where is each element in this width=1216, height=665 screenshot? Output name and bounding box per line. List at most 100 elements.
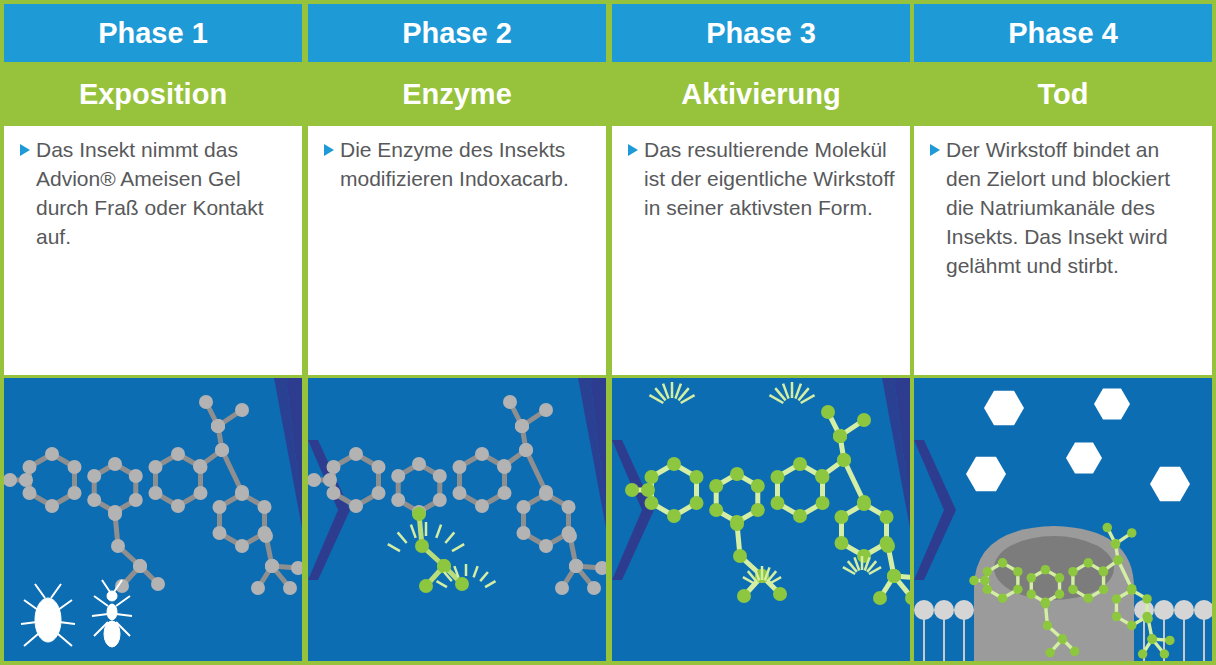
atom [45,447,59,461]
atom [129,493,143,507]
atom [1013,585,1023,595]
atom [1055,589,1065,599]
atom [194,460,208,474]
sodium-ion [966,457,1006,492]
lipid-tail [943,614,945,661]
atom [770,496,784,510]
ant [107,591,117,601]
atom [793,457,807,471]
title-band: Aktivierung [612,64,910,124]
atom [516,500,530,514]
atom [265,559,279,573]
atom [391,469,405,483]
bullet-triangle [628,144,640,158]
atom [211,419,225,433]
sodium-ion [984,391,1024,426]
atom [690,470,704,484]
spark [454,566,458,577]
spark [465,564,468,576]
molecule [969,523,1174,659]
spark [655,388,665,400]
bullet-triangle [324,144,336,158]
atom [641,483,655,497]
atom [391,493,405,507]
atom [562,500,576,514]
atom [1111,539,1121,549]
spark [854,557,859,570]
atom [709,503,723,517]
atom [773,587,787,601]
atom [969,576,979,586]
lipid-tail [963,614,965,661]
spark [675,384,680,399]
atom [1055,573,1065,583]
atom [1083,558,1093,568]
atom [1083,593,1093,603]
bond [333,454,378,506]
atom [1099,585,1109,595]
atom [133,559,147,573]
atom [45,499,59,513]
spark [754,567,759,580]
bond [777,464,822,516]
atom [171,499,185,513]
atom [4,473,17,487]
panel-ground [612,378,910,661]
lipid-head [914,600,934,620]
atom [793,509,807,523]
atom [212,500,226,514]
atom [22,460,36,474]
spark [801,395,815,403]
atom [452,460,466,474]
atom [625,483,639,497]
spark [769,577,781,584]
spark [663,384,668,399]
atom [519,443,533,457]
molecule [4,395,302,595]
atom [194,486,208,500]
lipid-head [1154,600,1174,620]
phase-band: Phase 2 [308,4,606,62]
panel-ground [4,378,302,661]
atom [133,559,147,573]
chevron [612,440,654,580]
atom [539,403,553,417]
atom [349,499,363,513]
atom [215,443,229,457]
ant [104,621,120,647]
phase-band: Phase 4 [914,4,1212,62]
spark [452,544,464,551]
atom [887,569,901,583]
bond [1073,563,1104,598]
spark [861,556,864,570]
atom [235,403,249,417]
atom [515,419,529,433]
atom [1045,648,1055,658]
atom [475,447,489,461]
text-box: Der Wirkstoff bindet an den Zielort und … [914,126,1212,375]
spark [444,572,452,581]
lipid-head [1194,600,1212,620]
cockroach [35,598,61,642]
spark [795,384,800,399]
atom [19,473,33,487]
atom [87,493,101,507]
bond [94,464,136,512]
spark [445,532,454,543]
atom [1027,589,1037,599]
atom [22,486,36,500]
molecule [625,405,910,605]
atom [251,581,265,595]
spark [671,382,674,398]
bullet-triangle [930,144,942,158]
atom [667,509,681,523]
atom [129,469,143,483]
atom [737,589,751,603]
phase-label: Phase 1 [98,17,208,50]
atom [433,493,447,507]
text-box: Das Insekt nimmt das Advion® Ameisen Gel… [4,126,302,375]
atom [587,581,601,595]
panel-content [612,378,910,605]
atom [412,507,426,521]
sodium-ion [1150,467,1190,502]
